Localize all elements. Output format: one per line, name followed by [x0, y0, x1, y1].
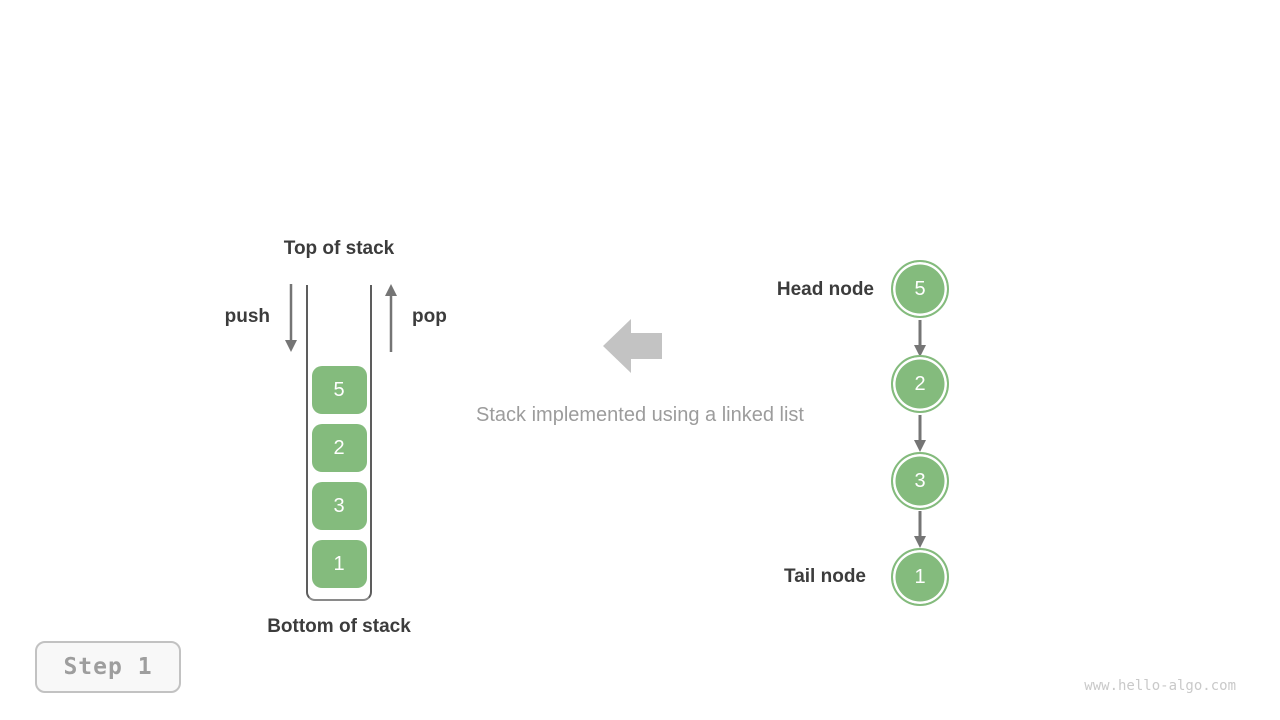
block-arrow-left-icon	[603, 319, 662, 373]
push-arrow-down-icon	[285, 284, 297, 352]
stack-container: 5 2 3 1	[306, 285, 372, 601]
tail-node-label: Tail node	[784, 566, 866, 587]
linked-list-node: 3	[891, 452, 949, 510]
stack-item: 5	[311, 366, 367, 414]
stack-item: 2	[311, 424, 367, 472]
node-connector-arrow-down-icon	[914, 511, 926, 548]
stack-item: 1	[311, 540, 367, 588]
pop-label: pop	[412, 306, 447, 327]
linked-list-node: 2	[891, 355, 949, 413]
linked-list-node: 1	[891, 548, 949, 606]
watermark: www.hello-algo.com	[1084, 678, 1236, 694]
node-connector-arrow-down-icon	[914, 320, 926, 357]
stack-top-label: Top of stack	[283, 238, 395, 259]
step-badge: Step 1	[35, 641, 181, 693]
head-node-label: Head node	[776, 279, 874, 300]
push-label: push	[224, 306, 270, 327]
linked-list-node: 5	[891, 260, 949, 318]
node-connector-arrow-down-icon	[914, 415, 926, 452]
stack-item: 3	[311, 482, 367, 530]
stack-bottom-label: Bottom of stack	[267, 616, 411, 637]
center-caption: Stack implemented using a linked list	[476, 404, 804, 426]
pop-arrow-up-icon	[385, 284, 397, 352]
